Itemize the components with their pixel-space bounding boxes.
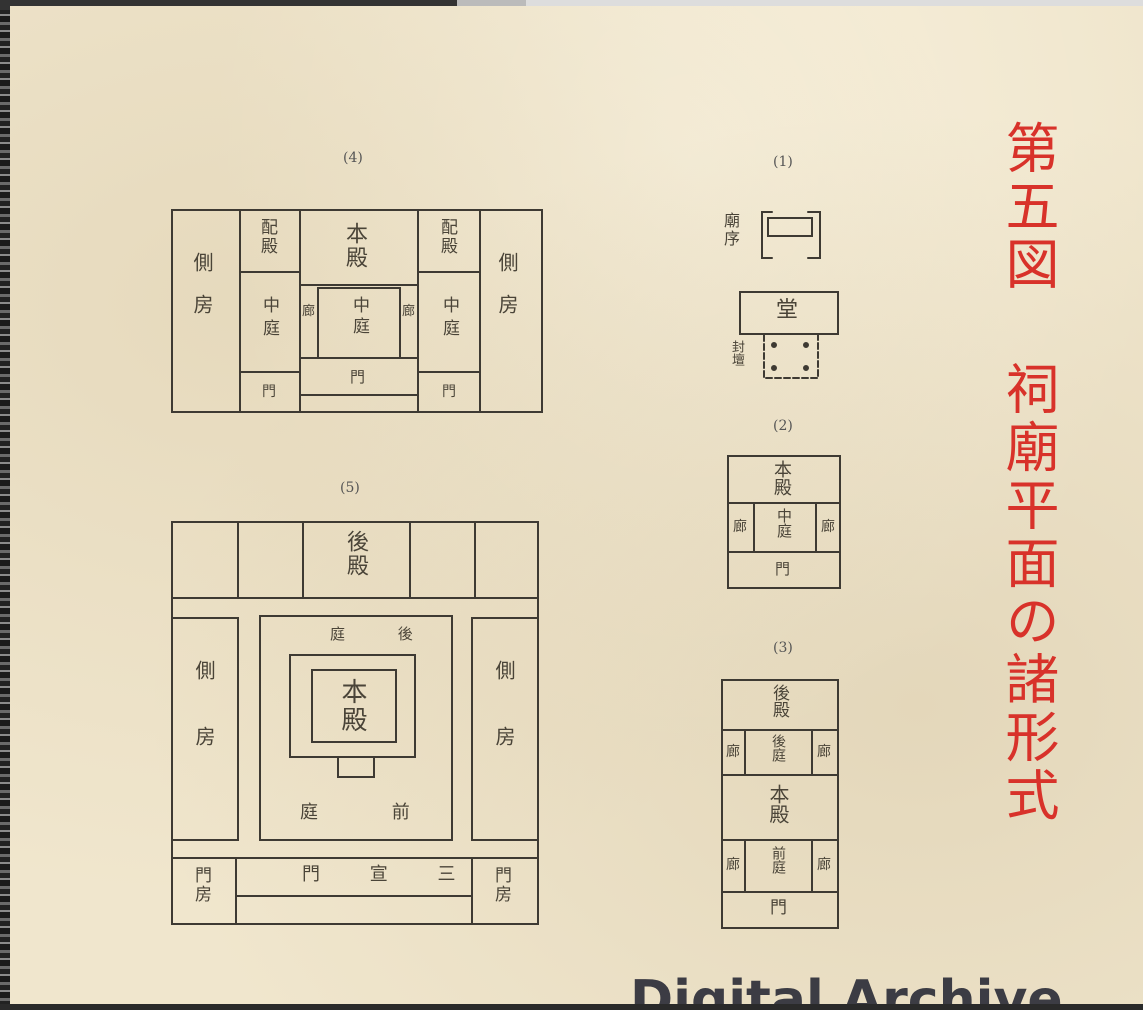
fig3-main-hall: 本殿 (766, 784, 790, 824)
fig5-front-court: 庭 前 (300, 802, 444, 823)
fig4-gate-left: 門 (262, 384, 276, 400)
fig5-side-house-right: 側房 (492, 660, 516, 792)
figure-2-number: (2) (773, 418, 793, 434)
figure-4-number: (4) (343, 150, 363, 166)
fig3-corridor-right-top: 廊 (817, 744, 831, 760)
fig2-main-hall: 本殿 (771, 460, 792, 496)
fig3-gate: 門 (770, 898, 787, 918)
fig4-main-hall: 本殿 (342, 222, 367, 270)
fig3-front-court: 前庭 (770, 846, 786, 874)
fig4-side-hall-right: 配殿 (437, 218, 457, 256)
figure-3-number: (3) (773, 640, 793, 656)
fig5-triple-gate: 門 宣 三 (302, 864, 478, 885)
fig4-side-hall-left: 配殿 (257, 218, 277, 256)
fig4-gate-center: 門 (350, 368, 366, 386)
fig2-corridor-right: 廊 (821, 519, 835, 535)
fig2-corridor-left: 廊 (733, 519, 747, 535)
scan-edge-top (0, 0, 1143, 10)
fig4-gate-right: 門 (442, 384, 456, 400)
fig4-corridor-left: 廊 (302, 304, 316, 319)
figure-5-plan (171, 521, 539, 925)
fig2-courtyard: 中庭 (775, 508, 793, 538)
fig4-side-house-left: 側房 (190, 252, 214, 336)
fig5-main-hall: 本殿 (337, 678, 367, 734)
fig4-courtyard-left: 中庭 (259, 296, 279, 342)
figure-title: 第五図 祠廟平面の諸形式 (996, 120, 1059, 825)
fig3-corridor-left-top: 廊 (726, 744, 740, 760)
fig2-gate: 門 (775, 560, 791, 578)
figure-3-plan (721, 679, 839, 929)
scan-edge-bottom (0, 1004, 1143, 1010)
fig3-corridor-left-bottom: 廊 (726, 857, 740, 873)
figure-1-plan (739, 211, 839, 379)
fig1-shrine: 廟序 (721, 212, 740, 248)
fig1-platform: 封壇 (729, 340, 744, 366)
digital-archive-watermark: Digital Archive (630, 970, 1063, 1010)
fig4-corridor-right: 廊 (402, 304, 416, 319)
fig3-rear-court: 後庭 (770, 734, 786, 762)
fig1-hall: 堂 (776, 298, 799, 323)
paper-sheet (10, 6, 1143, 1006)
figure-2-plan (727, 455, 841, 589)
figure-4-plan (171, 209, 543, 413)
fig5-rear-hall: 後殿 (343, 530, 368, 578)
fig4-courtyard-center: 中庭 (349, 296, 369, 338)
figure-1-number: (1) (773, 154, 793, 170)
fig3-rear-hall: 後殿 (769, 684, 789, 718)
fig5-gate-house-left: 門房 (191, 866, 211, 904)
fig5-gate-house-right: 門房 (491, 866, 511, 904)
figure-5-number: (5) (340, 480, 360, 496)
fig5-side-house-left: 側房 (192, 660, 216, 792)
fig4-courtyard-right: 中庭 (439, 296, 459, 342)
fig4-side-house-right: 側房 (495, 252, 519, 336)
fig3-corridor-right-bottom: 廊 (817, 857, 831, 873)
fig5-rear-court: 庭 後 (330, 625, 437, 643)
